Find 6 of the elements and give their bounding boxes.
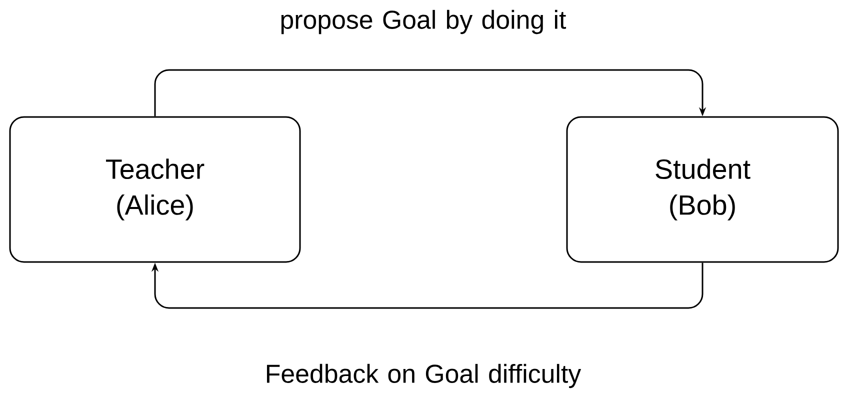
arrow xyxy=(151,262,704,309)
role-box: Student (Bob) xyxy=(566,116,839,263)
arrow xyxy=(154,69,706,116)
edge-label: Feedback on Goal difficulty xyxy=(266,364,582,388)
role-box: Teacher (Alice) xyxy=(9,116,301,263)
edge-label: propose Goal by doing it xyxy=(281,10,566,34)
